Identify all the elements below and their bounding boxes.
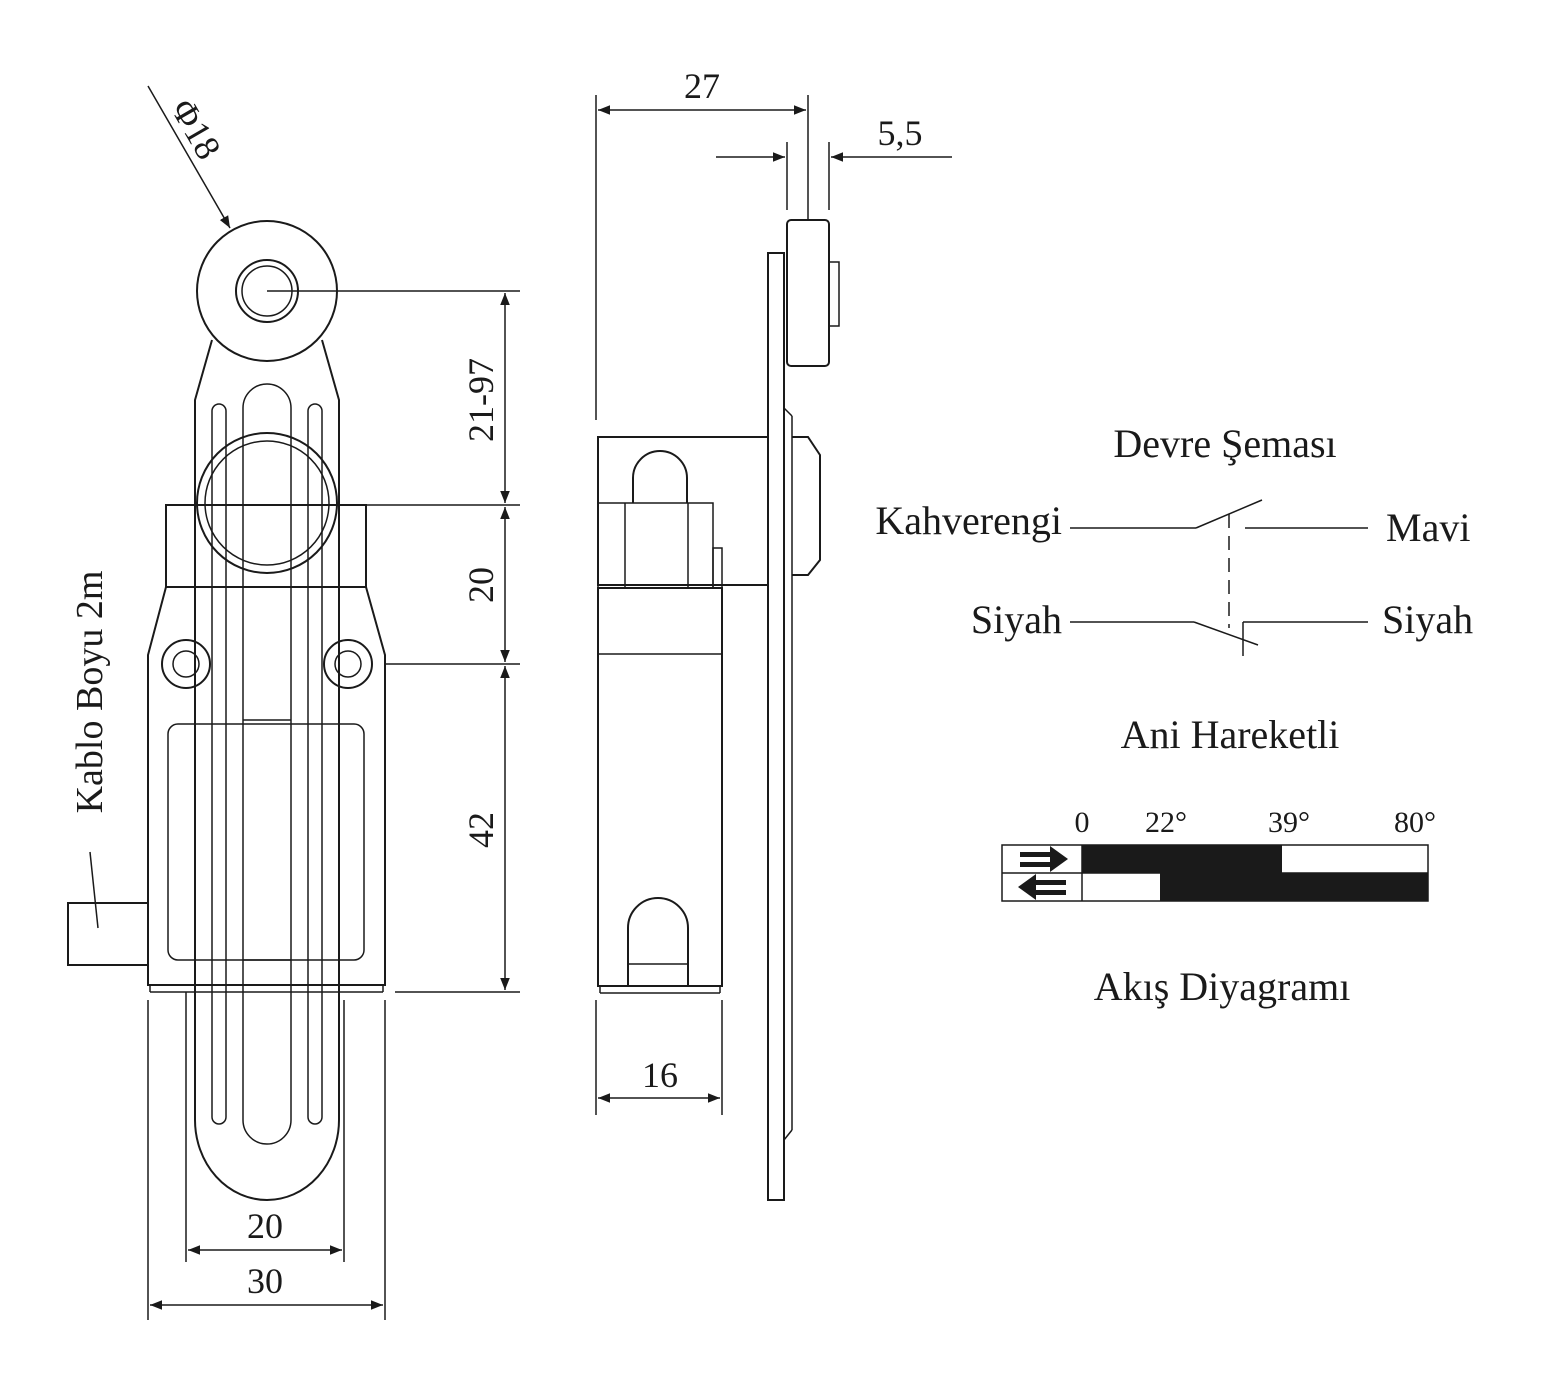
dim-body-depth: 16 bbox=[642, 1055, 678, 1095]
side-view bbox=[597, 219, 840, 1201]
circuit-diagram: Devre Şeması Kahverengi Mavi Siyah Siyah… bbox=[875, 421, 1473, 757]
cable-stub bbox=[67, 902, 149, 966]
label-siyah-left: Siyah bbox=[971, 597, 1062, 642]
mode-label: Ani Hareketli bbox=[1121, 712, 1340, 757]
dim-roller-width: 5,5 bbox=[878, 113, 923, 153]
cable-length-label: Kablo Boyu 2m bbox=[69, 571, 111, 814]
dim-outer-width: 30 bbox=[247, 1261, 283, 1301]
mount-hole-right bbox=[323, 639, 373, 689]
cable-exit bbox=[627, 897, 689, 986]
front-dimensions: Φ18 21-97 20 42 20 30 Kablo Boyu 2m bbox=[69, 85, 520, 1320]
lever-pivot bbox=[196, 432, 338, 574]
tick-0: 0 bbox=[1075, 806, 1090, 839]
flow-title: Akış Diyagramı bbox=[1094, 964, 1351, 1009]
dim-side-depth: 27 bbox=[684, 66, 720, 106]
dim-lever-length: 21-97 bbox=[461, 358, 501, 442]
tick-22: 22° bbox=[1145, 806, 1187, 839]
label-kahverengi: Kahverengi bbox=[875, 498, 1062, 543]
circuit-title: Devre Şeması bbox=[1113, 421, 1336, 466]
dim-upper-gap: 20 bbox=[461, 567, 501, 603]
tick-39: 39° bbox=[1268, 806, 1310, 839]
side-dimensions: 27 5,5 16 bbox=[595, 66, 952, 1115]
dim-body-height: 42 bbox=[461, 812, 501, 848]
switch-head bbox=[165, 504, 367, 588]
actuator bbox=[632, 450, 688, 503]
flow-diagram: 0 22° 39° 80° Akış Diyagramı bbox=[1001, 806, 1436, 1009]
lever-plate bbox=[767, 252, 785, 1201]
lever-arm bbox=[194, 339, 340, 1201]
diameter-label: Φ18 bbox=[163, 92, 229, 166]
side-head bbox=[597, 436, 769, 586]
arrow-left-icon bbox=[1018, 874, 1066, 900]
label-siyah-right: Siyah bbox=[1382, 597, 1473, 642]
side-body bbox=[597, 587, 723, 987]
tick-80: 80° bbox=[1394, 806, 1436, 839]
flow-row2-on bbox=[1160, 873, 1428, 901]
front-view bbox=[67, 220, 386, 1201]
mount-hole-left bbox=[161, 639, 211, 689]
flow-row1-on bbox=[1082, 845, 1282, 873]
switch-housing bbox=[147, 586, 386, 986]
arrow-right-icon bbox=[1020, 846, 1068, 872]
roller-side bbox=[786, 219, 830, 367]
label-mavi: Mavi bbox=[1386, 505, 1470, 550]
dim-inner-width: 20 bbox=[247, 1206, 283, 1246]
